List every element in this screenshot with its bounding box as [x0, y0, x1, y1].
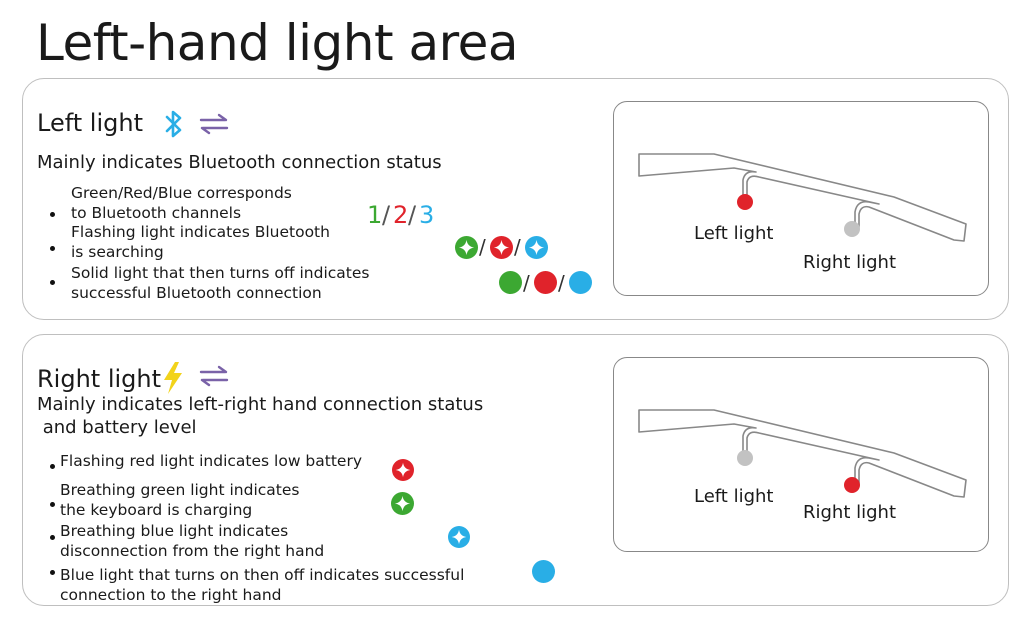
bullet — [50, 280, 55, 285]
list-item: Solid light that then turns off indicate… — [71, 264, 369, 303]
right-light-subtitle: Mainly indicates left-right hand connect… — [37, 393, 483, 439]
list-item: Flashing light indicates Bluetooth is se… — [71, 223, 330, 262]
list-item-line: to Bluetooth channels — [71, 203, 242, 222]
left-light-title: Left light — [37, 109, 143, 137]
diagram-right-label: Right light — [803, 252, 897, 273]
list-item: Flashing red light indicates low battery — [60, 452, 362, 472]
left-light-subtitle: Mainly indicates Bluetooth connection st… — [37, 152, 442, 173]
solid-green-dot — [499, 271, 522, 294]
list-item-line: disconnection from the right hand — [60, 541, 325, 560]
slash: / — [479, 235, 486, 259]
solid-blue-dot — [532, 560, 555, 583]
solid-red-dot — [534, 271, 557, 294]
flashing-red-dot — [490, 236, 513, 259]
right-light-panel: Right light Mainly indicates left-right … — [22, 334, 1009, 606]
list-item-line: Green/Red/Blue corresponds — [71, 184, 292, 202]
diagram-left-label: Left light — [694, 486, 774, 507]
bluetooth-icon — [165, 110, 182, 138]
list-item-line: Breathing green light indicates — [60, 481, 300, 499]
list-item-line: Breathing blue light indicates — [60, 522, 289, 540]
list-item: Blue light that turns on then off indica… — [60, 566, 464, 605]
list-item-line: successful Bluetooth connection — [71, 283, 322, 302]
bullet — [50, 212, 55, 217]
slash: / — [558, 271, 565, 295]
slash: / — [514, 235, 521, 259]
bullet — [50, 535, 55, 540]
list-item-line: Blue light that turns on then off indica… — [60, 566, 465, 584]
bullet — [50, 464, 55, 469]
keyboard-outline — [638, 409, 967, 498]
flashing-red-dot — [392, 459, 414, 481]
bullet — [50, 246, 55, 251]
keyboard-diagram: Left light Right light — [613, 357, 989, 552]
list-item: Green/Red/Blue corresponds to Bluetooth … — [71, 184, 292, 223]
channel-slash: / — [382, 201, 391, 229]
switch-arrows-icon — [199, 113, 229, 135]
page-title: Left-hand light area — [36, 14, 518, 72]
list-item: Breathing blue light indicates disconnec… — [60, 522, 324, 561]
keyboard-outline — [638, 153, 967, 242]
switch-arrows-icon — [199, 365, 229, 387]
diagram-left-label: Left light — [694, 223, 774, 244]
left-light-panel: Left light Mainly indicates Bluetooth co… — [22, 78, 1009, 320]
slash: / — [523, 271, 530, 295]
breathing-green-dot — [391, 492, 414, 515]
list-item-line: the keyboard is charging — [60, 500, 253, 519]
list-item-line: is searching — [71, 242, 164, 261]
breathing-blue-dot — [448, 526, 470, 548]
flashing-green-dot — [455, 236, 478, 259]
flashing-blue-dot — [525, 236, 548, 259]
list-item-line: Solid light that then turns off indicate… — [71, 264, 370, 282]
channel-slash: / — [408, 201, 417, 229]
channel-2: 2 — [393, 201, 409, 229]
bullet — [50, 502, 55, 507]
subtitle-line: Mainly indicates left-right hand connect… — [37, 394, 484, 415]
solid-blue-dot — [569, 271, 592, 294]
diagram-right-label: Right light — [803, 502, 897, 523]
list-item-line: Flashing light indicates Bluetooth — [71, 223, 330, 241]
list-item: Breathing green light indicates the keyb… — [60, 481, 299, 520]
list-item-line: Flashing red light indicates low battery — [60, 452, 363, 470]
subtitle-line: and battery level — [37, 417, 197, 438]
bullet — [50, 570, 55, 575]
list-item-line: connection to the right hand — [60, 585, 282, 604]
keyboard-diagram: Left light Right light — [613, 101, 989, 296]
lightning-icon — [164, 362, 182, 394]
right-light-title: Right light — [37, 365, 162, 393]
channel-3: 3 — [419, 201, 435, 229]
channel-1: 1 — [367, 201, 383, 229]
